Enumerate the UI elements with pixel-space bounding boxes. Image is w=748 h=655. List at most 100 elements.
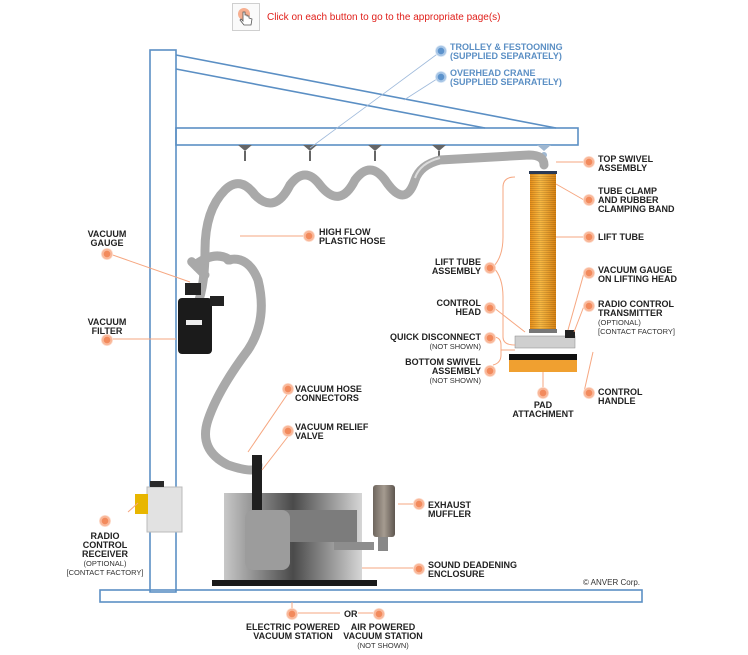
callout-dot-pad[interactable] <box>537 387 549 399</box>
lift-tube <box>509 171 577 372</box>
callout-dot-bottom-swivel[interactable] <box>484 365 496 377</box>
label-line: HANDLE <box>598 396 636 406</box>
callout-dot-enclosure[interactable] <box>413 563 425 575</box>
label-line: CONTROL <box>82 540 128 550</box>
label-line: VACUUM HOSE <box>295 384 362 394</box>
label-line: QUICK DISCONNECT <box>389 332 481 342</box>
callout-dot-top-swivel[interactable] <box>583 156 595 168</box>
callout-dot-radio-rx[interactable] <box>99 515 111 527</box>
vacuum-station <box>212 455 395 586</box>
label-line: RADIO <box>90 531 120 541</box>
callout-dot-relief-valve[interactable] <box>282 425 294 437</box>
callout-quick-disconnect[interactable]: QUICK DISCONNECT (NOT SHOWN) <box>389 332 481 352</box>
crane-brace-upper <box>175 54 557 129</box>
high-flow-hose <box>187 150 549 475</box>
label-line: ELECTRIC POWERED <box>245 622 340 632</box>
callout-radio-transmitter[interactable]: RADIO CONTROL TRANSMITTER (OPTIONAL) [CO… <box>598 300 675 337</box>
label-line: TUBE CLAMP <box>598 186 657 196</box>
callout-bottom-swivel[interactable]: BOTTOM SWIVEL ASSEMBLY (NOT SHOWN) <box>405 357 481 386</box>
callout-control-head[interactable]: CONTROL HEAD <box>437 299 482 317</box>
callout-sound-enclosure[interactable]: SOUND DEADENING ENCLOSURE <box>428 561 517 579</box>
base-plate <box>99 589 643 603</box>
callout-vacuum-gauge[interactable]: VACUUM GAUGE <box>80 230 134 248</box>
callout-control-handle[interactable]: CONTROL HANDLE <box>598 388 643 406</box>
label-line: VACUUM GAUGE <box>598 265 673 275</box>
label-line: CONTROL <box>436 298 482 308</box>
label-line: BOTTOM SWIVEL <box>405 357 481 367</box>
crane-column <box>149 49 177 593</box>
label-line: TOP SWIVEL <box>598 154 654 164</box>
callout-top-swivel[interactable]: TOP SWIVEL ASSEMBLY <box>598 155 653 173</box>
callout-dot-vacuum-filter[interactable] <box>101 334 113 346</box>
label-line: VACUUM RELIEF <box>295 422 369 432</box>
label-line: ASSEMBLY <box>431 366 481 376</box>
label-note: [CONTACT FACTORY] <box>66 568 144 577</box>
callout-lift-tube[interactable]: LIFT TUBE <box>598 233 644 242</box>
callout-dot-crane[interactable] <box>435 71 447 83</box>
callout-dot-electric-station[interactable] <box>286 608 298 620</box>
callout-tube-clamp[interactable]: TUBE CLAMP AND RUBBER CLAMPING BAND <box>598 187 675 214</box>
label-line: PLASTIC HOSE <box>319 236 386 246</box>
label-note: (OPTIONAL) <box>598 318 641 327</box>
callout-sub: (SUPPLIED SEPARATELY) <box>450 51 562 61</box>
callout-relief-valve[interactable]: VACUUM RELIEF VALVE <box>295 423 368 441</box>
label-line: ATTACHMENT <box>512 409 574 419</box>
crane-brace-lower <box>175 68 486 129</box>
callout-dot-vacuum-gauge[interactable] <box>101 248 113 260</box>
callout-dot-radio-tx[interactable] <box>583 300 595 312</box>
label-line: EXHAUST <box>428 500 472 510</box>
callout-title: OVERHEAD CRANE <box>450 68 536 78</box>
label-line: CLAMPING BAND <box>598 204 675 214</box>
callout-dot-tube-clamp[interactable] <box>583 194 595 206</box>
callout-electric-station[interactable]: ELECTRIC POWERED VACUUM STATION <box>240 623 346 641</box>
callout-dot-hose-connectors[interactable] <box>282 383 294 395</box>
callout-radio-receiver[interactable]: RADIO CONTROL RECEIVER (OPTIONAL) [CONTA… <box>62 531 148 578</box>
crane-boom <box>175 127 579 146</box>
callout-dot-quick-disconnect[interactable] <box>484 332 496 344</box>
label-line: ASSEMBLY <box>431 266 481 276</box>
callout-dot-gauge-head[interactable] <box>583 267 595 279</box>
callout-vacuum-gauge-head[interactable]: VACUUM GAUGE ON LIFTING HEAD <box>598 266 677 284</box>
label-note: (NOT SHOWN) <box>357 641 409 650</box>
callout-dot-exhaust-muffler[interactable] <box>413 498 425 510</box>
callout-hose-connectors[interactable]: VACUUM HOSE CONNECTORS <box>295 385 362 403</box>
callout-overhead-crane[interactable]: OVERHEAD CRANE (SUPPLIED SEPARATELY) <box>450 69 562 87</box>
label-note: [CONTACT FACTORY] <box>598 327 675 336</box>
hose-highlight <box>414 157 441 179</box>
callout-dot-control-handle[interactable] <box>583 387 595 399</box>
label-line: HEAD <box>455 307 481 317</box>
hint-button[interactable] <box>232 3 260 31</box>
label-line: PAD <box>533 400 553 410</box>
hint-text: Click on each button to go to the approp… <box>267 12 501 23</box>
label-line: FILTER <box>91 326 123 336</box>
callout-dot-high-flow-hose[interactable] <box>303 230 315 242</box>
callout-dot-lift-tube[interactable] <box>583 231 595 243</box>
label-line: HIGH FLOW <box>319 227 371 237</box>
callout-dot-trolley[interactable] <box>435 45 447 57</box>
label-line: CONNECTORS <box>295 393 359 403</box>
callout-pad-attachment[interactable]: PAD ATTACHMENT <box>511 401 575 419</box>
label-line: ASSEMBLY <box>598 163 648 173</box>
callout-dot-control-head[interactable] <box>484 302 496 314</box>
label-line: VACUUM <box>87 229 127 239</box>
radio-receiver-box <box>135 481 183 533</box>
callout-dot-air-station[interactable] <box>373 608 385 620</box>
callout-trolley-festooning[interactable]: TROLLEY & FESTOONING (SUPPLIED SEPARATEL… <box>450 43 563 61</box>
callout-exhaust-muffler[interactable]: EXHAUST MUFFLER <box>428 501 471 519</box>
label-note: (NOT SHOWN) <box>429 376 481 385</box>
callout-air-station[interactable]: AIR POWERED VACUUM STATION (NOT SHOWN) <box>330 623 436 651</box>
callout-title: TROLLEY & FESTOONING <box>450 42 563 52</box>
callout-vacuum-filter[interactable]: VACUUM FILTER <box>80 318 134 336</box>
callout-lift-tube-assembly[interactable]: LIFT TUBE ASSEMBLY <box>432 258 481 276</box>
label-note: (NOT SHOWN) <box>429 342 481 351</box>
callout-dot-lift-tube-assembly[interactable] <box>484 262 496 274</box>
label-line: RECEIVER <box>81 549 128 559</box>
label-note: (OPTIONAL) <box>83 559 127 568</box>
label-line: VACUUM STATION <box>343 631 423 641</box>
label-line: VALVE <box>295 431 324 441</box>
or-separator: OR <box>344 609 358 619</box>
leader-lines <box>106 161 594 614</box>
label-line: VACUUM <box>87 317 127 327</box>
callout-high-flow-hose[interactable]: HIGH FLOW PLASTIC HOSE <box>319 228 386 246</box>
